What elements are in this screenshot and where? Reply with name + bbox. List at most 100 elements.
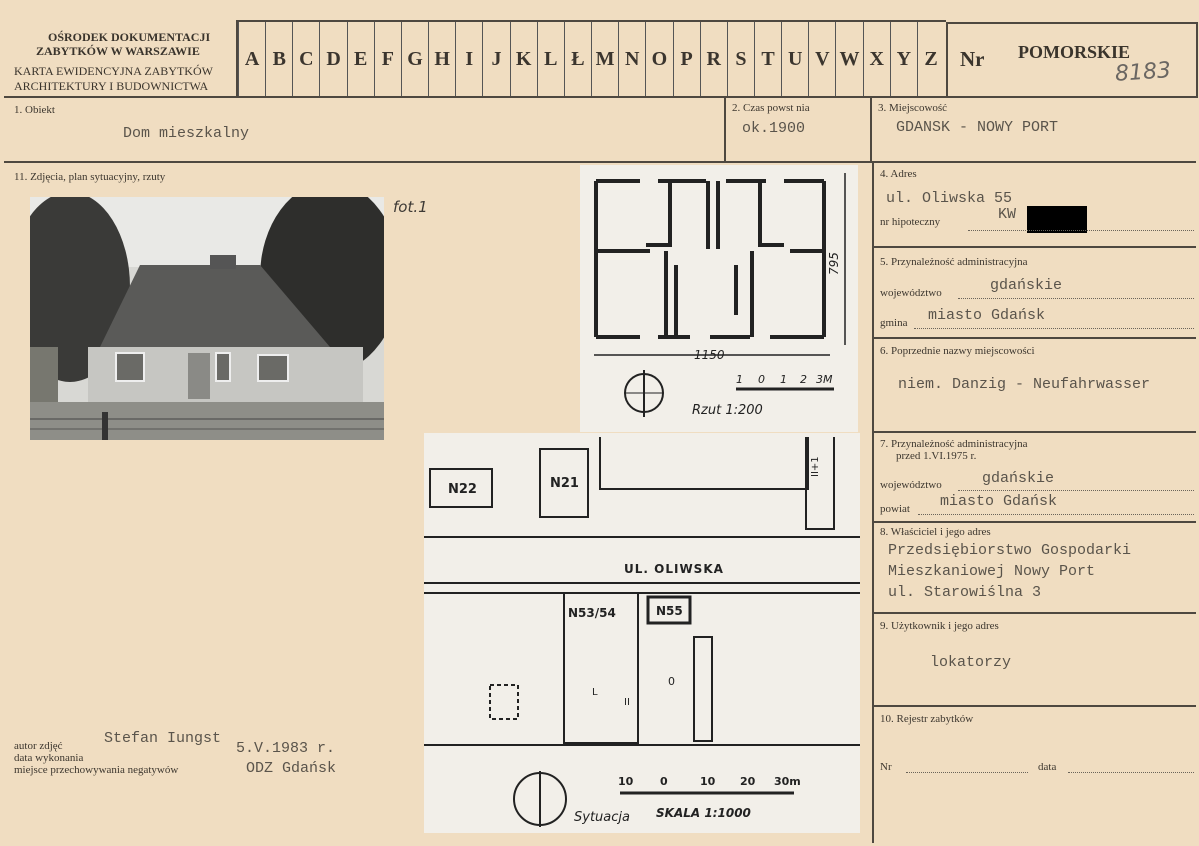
footer-data-label: data wykonania bbox=[14, 752, 84, 764]
alphabet-letter: G bbox=[400, 22, 428, 96]
dotted-rule bbox=[918, 514, 1194, 515]
site-scale-tick: 10 bbox=[618, 775, 634, 788]
rule bbox=[872, 431, 1196, 433]
field-wlasciciel-line1: Przedsiębiorstwo Gospodarki bbox=[888, 542, 1132, 559]
institution-line2: ZABYTKÓW W WARSZAWIE bbox=[36, 44, 200, 58]
rule bbox=[872, 337, 1196, 339]
field-wlasciciel-label: 8. Właściciel i jego adres bbox=[880, 526, 991, 538]
alphabet-letter: D bbox=[319, 22, 346, 96]
site-label: N22 bbox=[448, 482, 477, 497]
dotted-rule bbox=[1068, 772, 1194, 773]
footer-miejsce-label: miejsce przechowywania negatywów bbox=[14, 764, 179, 776]
dotted-rule bbox=[906, 772, 1028, 773]
floor-plan: 1150 795 1 0 1 2 3M Rzut 1:200 bbox=[580, 165, 858, 432]
card-title-line1: KARTA EWIDENCYJNA ZABYTKÓW bbox=[14, 64, 213, 78]
rule bbox=[236, 20, 238, 97]
site-label: N53/54 bbox=[568, 606, 616, 620]
site-label: L bbox=[592, 687, 598, 698]
footer-autor-label: autor zdjęć bbox=[14, 740, 63, 752]
field-obiekt-label: 1. Obiekt bbox=[14, 104, 55, 116]
alphabet-letter: C bbox=[292, 22, 319, 96]
alphabet-letter: E bbox=[346, 22, 374, 96]
institution-line1: OŚRODEK DOKUMENTACJI bbox=[48, 30, 211, 44]
field-rejestr-data-label: data bbox=[1038, 761, 1057, 773]
alphabet-letter: O bbox=[645, 22, 672, 96]
field-woj-label: województwo bbox=[880, 287, 942, 299]
alphabet-letter: T bbox=[753, 22, 781, 96]
footer-place-value: ODZ Gdańsk bbox=[246, 760, 337, 777]
field-woj-value: gdańskie bbox=[990, 277, 1063, 294]
rule bbox=[872, 612, 1196, 614]
footer-date-value: 5.V.1983 r. bbox=[236, 740, 336, 757]
rule bbox=[236, 20, 946, 22]
floor-plan-scale-tick: 2 bbox=[800, 373, 807, 386]
field-przynaleznosc1975-label2: przed 1.VI.1975 r. bbox=[896, 450, 977, 462]
site-scale-tick: 0 bbox=[660, 775, 668, 788]
house-photo bbox=[30, 197, 384, 440]
dotted-rule bbox=[958, 298, 1194, 299]
field-gmina-label: gmina bbox=[880, 317, 908, 329]
alphabet-letter: L bbox=[536, 22, 564, 96]
rule bbox=[4, 96, 1196, 98]
dotted-rule bbox=[968, 230, 1194, 231]
site-scale-tick: 20 bbox=[740, 775, 756, 788]
alphabet-letter: X bbox=[862, 22, 890, 96]
site-label: N55 bbox=[656, 604, 683, 618]
field-adres-label: 4. Adres bbox=[880, 168, 917, 180]
alphabet-letter: A bbox=[238, 22, 265, 96]
site-plan: N22 N21 N53/54 N55 II+1 II 0 L UL. OLIWS… bbox=[424, 433, 860, 833]
alphabet-letter: Y bbox=[889, 22, 917, 96]
alphabet-letter: M bbox=[591, 22, 618, 96]
field-wlasciciel-line3: ul. Starowiślna 3 bbox=[888, 584, 1042, 601]
dotted-rule bbox=[958, 490, 1194, 491]
rule bbox=[870, 96, 872, 161]
field-uzytkownik-label: 9. Użytkownik i jego adres bbox=[880, 620, 999, 632]
field-czas-label: 2. Czas powst nia bbox=[732, 102, 810, 114]
alphabet-letter: N bbox=[618, 22, 645, 96]
site-scale-tick: 30m bbox=[774, 775, 801, 788]
site-label: N21 bbox=[550, 476, 579, 491]
alphabet-letter: P bbox=[672, 22, 700, 96]
field-rejestr-label: 10. Rejestr zabytków bbox=[880, 713, 974, 725]
alphabet-letter: S bbox=[726, 22, 754, 96]
rule bbox=[4, 161, 1196, 163]
field-poprzednie-value: niem. Danzig - Neufahrwasser bbox=[898, 376, 1151, 393]
floor-plan-width-dim: 1150 bbox=[694, 348, 725, 362]
footer-autor-value: Stefan Iungst bbox=[104, 730, 222, 747]
field-przynaleznosc1975-label1: 7. Przynależność administracyjna bbox=[880, 438, 1028, 450]
alphabet-letter: V bbox=[808, 22, 835, 96]
rule bbox=[872, 161, 874, 843]
alphabet-letter: W bbox=[835, 22, 862, 96]
alphabet-letter: U bbox=[781, 22, 808, 96]
field-poprzednie-label: 6. Poprzednie nazwy miejscowości bbox=[880, 345, 1035, 357]
rule bbox=[724, 96, 726, 161]
alphabet-letter: R bbox=[699, 22, 727, 96]
rule bbox=[872, 705, 1196, 707]
alphabet-letter: I bbox=[455, 22, 482, 96]
site-plan-caption: Sytuacja bbox=[574, 810, 630, 825]
house-photo-image bbox=[30, 197, 384, 440]
site-plan-scale-label: SKALA 1:1000 bbox=[656, 806, 751, 820]
street-name: UL. OLIWSKA bbox=[624, 562, 724, 576]
nr-label: Nr bbox=[960, 47, 985, 71]
field-hipoteczny-value: KW bbox=[998, 206, 1017, 223]
photo-caption: fot.1 bbox=[393, 198, 428, 216]
field-uzytkownik-value: lokatorzy bbox=[930, 654, 1012, 671]
redaction-bar bbox=[1027, 206, 1087, 233]
floor-plan-scale-tick: 0 bbox=[758, 373, 765, 386]
site-plan-drawing: N22 N21 N53/54 N55 II+1 II 0 L UL. OLIWS… bbox=[424, 437, 860, 827]
region-name: POMORSKIE bbox=[1018, 42, 1131, 62]
field-woj1975-label: województwo bbox=[880, 479, 942, 491]
field-gmina-value: miasto Gdańsk bbox=[928, 307, 1046, 324]
floor-plan-scale-tick: 1 bbox=[780, 373, 787, 386]
field-wlasciciel-line2: Mieszkaniowej Nowy Port bbox=[888, 563, 1096, 580]
alphabet-letter: B bbox=[265, 22, 292, 96]
nr-value-handwritten: 8183 bbox=[1114, 58, 1172, 87]
field-powiat-label: powiat bbox=[880, 503, 910, 515]
alphabet-letter: Ł bbox=[563, 22, 591, 96]
site-label: II bbox=[624, 697, 630, 708]
field-obiekt-value: Dom mieszkalny bbox=[123, 125, 250, 142]
floor-plan-scale-tick: 3M bbox=[816, 373, 833, 386]
